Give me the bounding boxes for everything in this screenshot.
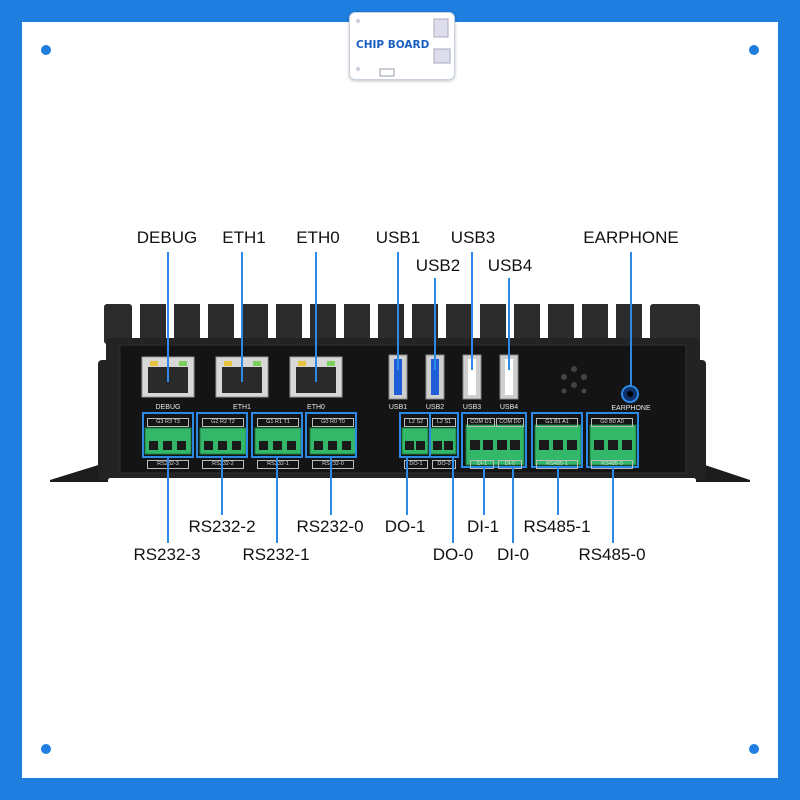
panel-label-usb3: USB3 [462, 404, 482, 411]
pins-di-1: COM D1 [467, 418, 495, 427]
label-do-1: DO-1 [384, 517, 426, 536]
name-do-1: DO-1 [404, 460, 428, 469]
name-rs232-0: RS232-0 [312, 460, 354, 469]
corner-dot-bl [41, 744, 51, 754]
corner-dot-br [749, 744, 759, 754]
panel-label-usb4: USB4 [499, 404, 519, 411]
pins-di-0: COM D0 [496, 418, 524, 427]
label-di-0: DI-0 [496, 545, 530, 564]
pins-rs232-2: G2 R2 T2 [202, 418, 244, 427]
label-do-0: DO-0 [432, 545, 474, 564]
pins-rs485-1: G1 B1 A1 [536, 418, 578, 427]
panel-label-usb1: USB1 [388, 404, 408, 411]
label-earphone: EARPHONE [583, 228, 679, 247]
corner-dot-tr [749, 45, 759, 55]
name-di-1: DI-1 [470, 460, 494, 469]
corner-dot-tl [41, 45, 51, 55]
panel-label-eth1: ETH1 [233, 404, 251, 411]
callout-usb1 [397, 252, 399, 370]
callout-do-0 [452, 457, 454, 543]
label-usb3: USB3 [450, 228, 496, 247]
label-debug: DEBUG [136, 228, 198, 247]
callout-rs232-3 [167, 457, 169, 543]
label-rs232-0: RS232-0 [296, 517, 364, 536]
callout-debug [167, 252, 169, 382]
label-usb2: USB2 [415, 256, 461, 275]
logo-graphic [356, 18, 451, 77]
label-rs232-2: RS232-2 [188, 517, 256, 536]
name-rs232-1: RS232-1 [257, 460, 299, 469]
pins-do-1: L2 S2 [404, 418, 428, 427]
callout-do-1 [406, 457, 408, 515]
callout-earphone [630, 252, 632, 386]
label-rs485-1: RS485-1 [523, 517, 591, 536]
callout-rs485-0 [612, 467, 614, 543]
pins-rs485-0: G0 B0 A0 [591, 418, 633, 427]
label-rs232-3: RS232-3 [133, 545, 201, 564]
callout-rs232-1 [276, 457, 278, 543]
label-eth0: ETH0 [296, 228, 340, 247]
name-rs232-2: RS232-2 [202, 460, 244, 469]
pins-rs232-0: G0 R0 T0 [312, 418, 354, 427]
name-di-0: DI-0 [498, 460, 522, 469]
callout-di-1 [483, 467, 485, 515]
callout-usb3 [471, 252, 473, 370]
panel-label-earphone: EARPHONE [611, 405, 651, 412]
callout-eth0 [315, 252, 317, 382]
pins-rs232-1: G1 R1 T1 [257, 418, 299, 427]
name-do-0: DO-0 [432, 460, 456, 469]
logo-text: CHIP BOARD [356, 39, 430, 51]
pins-rs232-3: G3 R3 T3 [147, 418, 189, 427]
label-eth1: ETH1 [222, 228, 266, 247]
callout-usb2 [434, 278, 436, 370]
callout-di-0 [512, 467, 514, 543]
callout-usb4 [508, 278, 510, 370]
label-di-1: DI-1 [466, 517, 500, 536]
brand-logo: CHIP BOARD [349, 12, 455, 80]
panel-label-debug: DEBUG [155, 404, 181, 411]
callout-rs485-1 [557, 467, 559, 515]
label-rs232-1: RS232-1 [242, 545, 310, 564]
callout-eth1 [241, 252, 243, 382]
label-rs485-0: RS485-0 [578, 545, 646, 564]
panel-label-usb2: USB2 [425, 404, 445, 411]
label-usb1: USB1 [375, 228, 421, 247]
pins-do-0: L2 S1 [432, 418, 456, 427]
panel-label-eth0: ETH0 [307, 404, 325, 411]
callout-rs232-0 [330, 457, 332, 515]
callout-rs232-2 [221, 457, 223, 515]
label-usb4: USB4 [487, 256, 533, 275]
